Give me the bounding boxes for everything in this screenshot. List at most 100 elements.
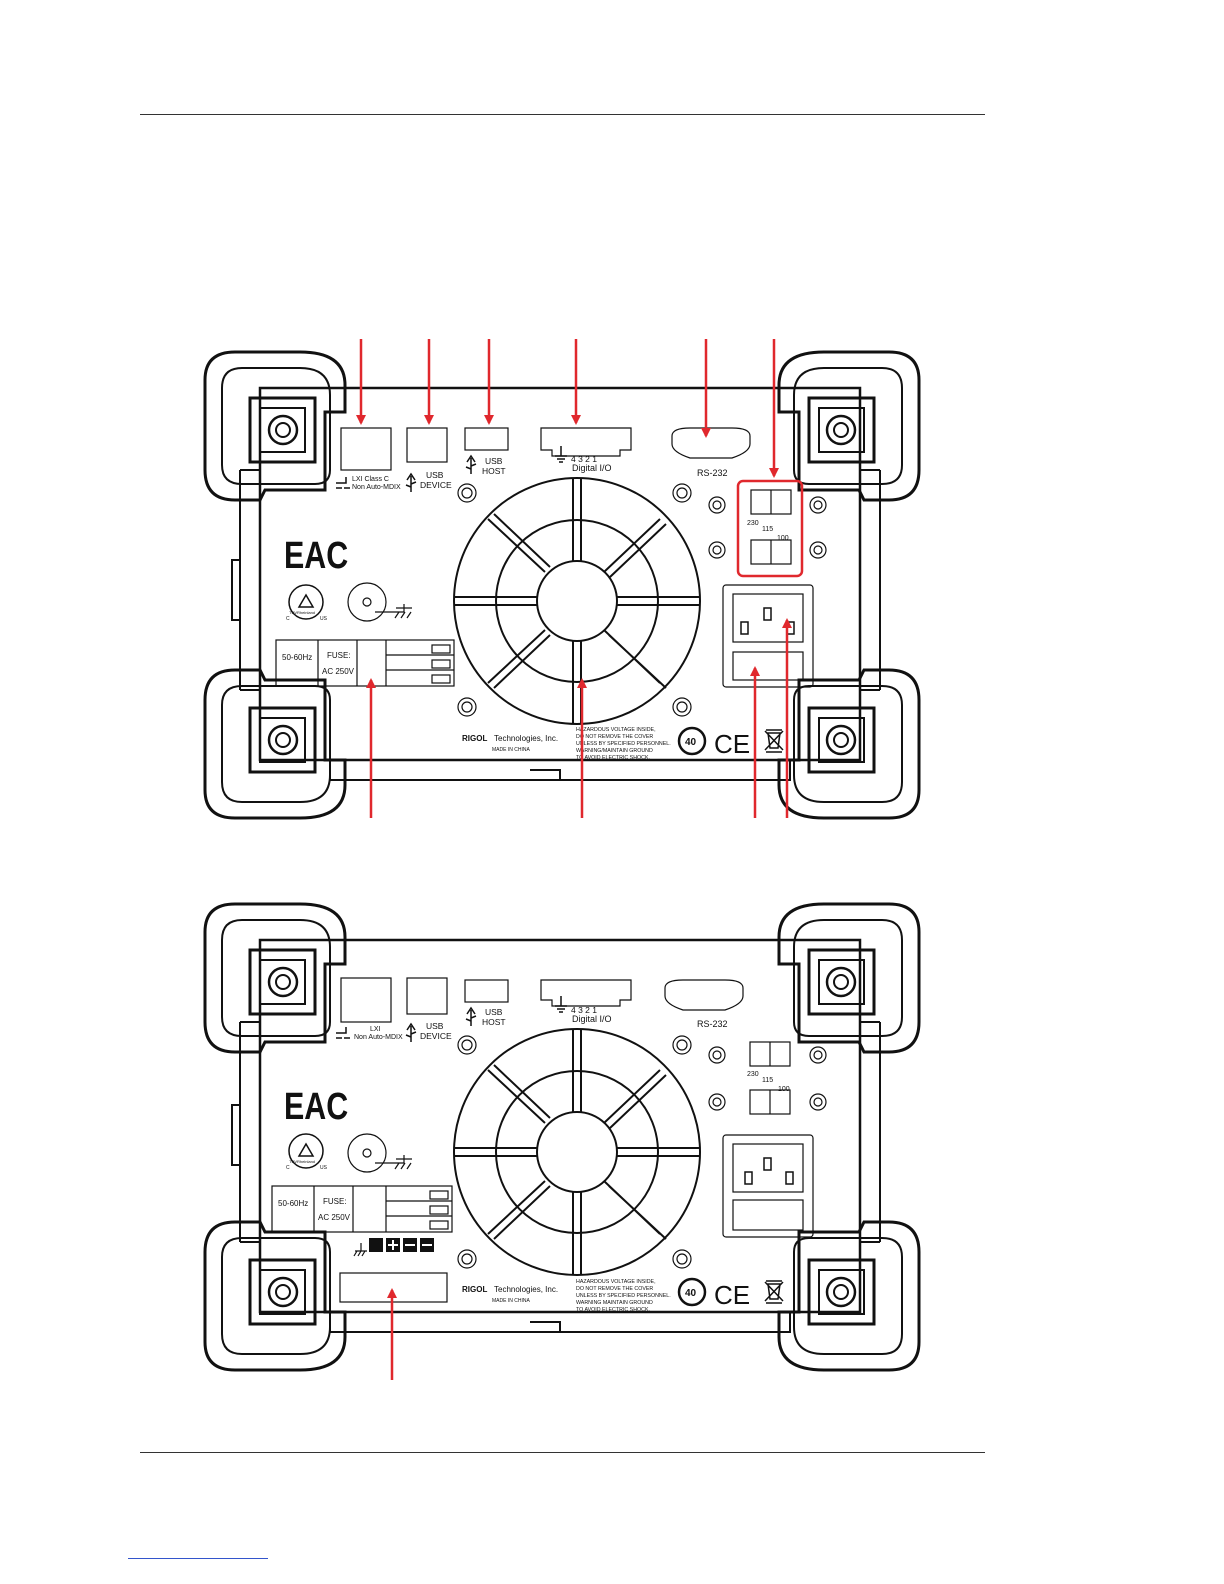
lan-icon-b bbox=[336, 1027, 350, 1039]
corner-bumper-top-right-b bbox=[777, 902, 921, 1054]
voltage-selector-highlight bbox=[736, 479, 804, 578]
weee-bin-icon-b bbox=[764, 1280, 784, 1304]
digital-io-pin-numbers-b: 4 3 2 1 bbox=[571, 1005, 597, 1015]
power-pin-live bbox=[740, 621, 749, 635]
voltage-230-label-b: 230 bbox=[747, 1071, 759, 1078]
power-socket-housing bbox=[722, 584, 814, 688]
voltage-115-label: 115 bbox=[762, 526, 773, 533]
rohs-icon-b bbox=[677, 1277, 707, 1307]
corner-bumper-top-left bbox=[203, 350, 347, 502]
footer-rule bbox=[140, 1452, 985, 1453]
fuse-label: FUSE: bbox=[327, 651, 351, 660]
frequency-label: 50-60Hz bbox=[282, 653, 312, 662]
warning-line-5: TO AVOID ELECTRIC SHOCK. bbox=[576, 755, 650, 761]
lan-port[interactable] bbox=[340, 427, 392, 471]
company-name-b: Technologies, Inc. bbox=[494, 1285, 558, 1294]
corner-bumper-top-left-b bbox=[203, 902, 347, 1054]
ground-icon-b bbox=[555, 996, 567, 1013]
certification-us: US bbox=[320, 616, 328, 622]
footer-link-underline bbox=[128, 1558, 268, 1559]
certification-label-b: TÜVRheinland bbox=[289, 1159, 315, 1164]
rs232-connector[interactable] bbox=[671, 427, 751, 459]
fuse-label-b: FUSE: bbox=[323, 1197, 347, 1206]
corner-bumper-bottom-right-b bbox=[777, 1220, 921, 1372]
warning-line-1: HAZARDOUS VOLTAGE INSIDE, bbox=[576, 727, 656, 733]
chassis-outline-b bbox=[258, 938, 862, 1314]
power-pin-earth bbox=[763, 607, 772, 621]
frequency-label-b: 50-60Hz bbox=[278, 1199, 308, 1208]
usb-device-label-2-b: DEVICE bbox=[420, 1031, 452, 1041]
svg-text:EAC: EAC bbox=[284, 1086, 348, 1128]
usb-icon bbox=[405, 472, 417, 492]
ce-mark-icon-b: CE bbox=[714, 1280, 750, 1310]
optional-module-slot bbox=[339, 1272, 448, 1303]
ce-mark-icon: CE bbox=[714, 729, 750, 759]
digital-io-label-b: Digital I/O bbox=[572, 1014, 612, 1024]
usb-host-label-1-b: USB bbox=[485, 1007, 503, 1017]
binding-posts-icon bbox=[353, 1238, 434, 1257]
rohs-number: 40 bbox=[685, 737, 697, 748]
rs232-label-b: RS-232 bbox=[697, 1019, 728, 1029]
usb-host-port-b[interactable] bbox=[464, 979, 509, 1003]
warning-line-4: WARNING/MAINTAIN GROUND bbox=[576, 748, 653, 754]
rs232-connector-b[interactable] bbox=[664, 979, 744, 1011]
certification-label: TÜVRheinland bbox=[289, 610, 315, 615]
usb-device-label-2: DEVICE bbox=[420, 480, 452, 490]
callout-arrows bbox=[356, 339, 792, 818]
warning-line-3-b: UNLESS BY SPECIFIED PERSONNEL. bbox=[576, 1293, 671, 1299]
fan-grille-b bbox=[453, 1028, 701, 1276]
usb-host-port[interactable] bbox=[464, 427, 509, 451]
usb-icon-b bbox=[405, 1022, 417, 1042]
usb-host-label-2: HOST bbox=[482, 466, 506, 476]
lan-label-line1: LXI Class C bbox=[352, 476, 389, 483]
rohs-icon bbox=[677, 726, 707, 756]
usb-device-port[interactable] bbox=[406, 427, 448, 463]
fuse-label-plate bbox=[275, 639, 455, 687]
ground-terminal-b bbox=[347, 1133, 387, 1173]
brand-name: RIGOL bbox=[462, 734, 487, 743]
usb-icon-host-b bbox=[465, 1006, 477, 1026]
lan-label-line1-b: LXI bbox=[370, 1026, 381, 1033]
warning-line-3: UNLESS BY SPECIFIED PERSONNEL. bbox=[576, 741, 671, 747]
ac-rating-label: AC 250V bbox=[322, 667, 355, 676]
ground-icon bbox=[555, 446, 567, 463]
lan-port-b[interactable] bbox=[340, 977, 392, 1023]
eac-mark-b: EAC bbox=[284, 1086, 348, 1128]
usb-device-label-1: USB bbox=[426, 470, 444, 480]
power-socket-housing-b bbox=[722, 1134, 814, 1238]
weee-bin-icon bbox=[764, 729, 784, 753]
made-in-label: MADE IN CHINA bbox=[492, 747, 530, 753]
voltage-230-label: 230 bbox=[747, 520, 759, 527]
fuse-drawer[interactable] bbox=[732, 651, 804, 681]
company-name: Technologies, Inc. bbox=[494, 734, 558, 743]
usb-host-label-2-b: HOST bbox=[482, 1017, 506, 1027]
warning-line-2-b: DO NOT REMOVE THE COVER bbox=[576, 1286, 653, 1292]
warning-line-2: DO NOT REMOVE THE COVER bbox=[576, 734, 653, 740]
fuse-drawer-b[interactable] bbox=[732, 1199, 804, 1231]
rear-panel-a: EAC LXI Class C Non Auto-MDIX USB DEVICE… bbox=[203, 339, 921, 820]
usb-device-port-b[interactable] bbox=[406, 977, 448, 1015]
ac-rating-label-b: AC 250V bbox=[318, 1213, 351, 1222]
fan-grille bbox=[453, 477, 701, 725]
voltage-115-label-b: 115 bbox=[762, 1077, 773, 1084]
rs232-label: RS-232 bbox=[697, 468, 728, 478]
corner-bumper-bottom-left bbox=[203, 668, 347, 820]
digital-io-label: Digital I/O bbox=[572, 463, 612, 473]
usb-device-label-1-b: USB bbox=[426, 1021, 444, 1031]
corner-bumper-top-right bbox=[777, 350, 921, 502]
warning-line-4-b: WARNING MAINTAIN GROUND bbox=[576, 1300, 653, 1306]
certification-us-b: US bbox=[320, 1165, 328, 1171]
digital-io-connector-b[interactable] bbox=[540, 979, 632, 1007]
certification-c-b: C bbox=[286, 1165, 290, 1171]
header-rule bbox=[140, 114, 985, 115]
digital-io-pin-numbers: 4 3 2 1 bbox=[571, 454, 597, 464]
rohs-number-b: 40 bbox=[685, 1288, 697, 1299]
eac-mark: EAC bbox=[284, 535, 348, 577]
made-in-label-b: MADE IN CHINA bbox=[492, 1298, 530, 1304]
digital-io-connector[interactable] bbox=[540, 427, 632, 457]
corner-bumper-bottom-left-b bbox=[203, 1220, 347, 1372]
lan-label-line2-b: Non Auto-MDIX bbox=[354, 1034, 403, 1041]
certification-icon bbox=[288, 584, 324, 620]
lan-label-line2: Non Auto-MDIX bbox=[352, 484, 401, 491]
warning-line-1-b: HAZARDOUS VOLTAGE INSIDE, bbox=[576, 1279, 656, 1285]
